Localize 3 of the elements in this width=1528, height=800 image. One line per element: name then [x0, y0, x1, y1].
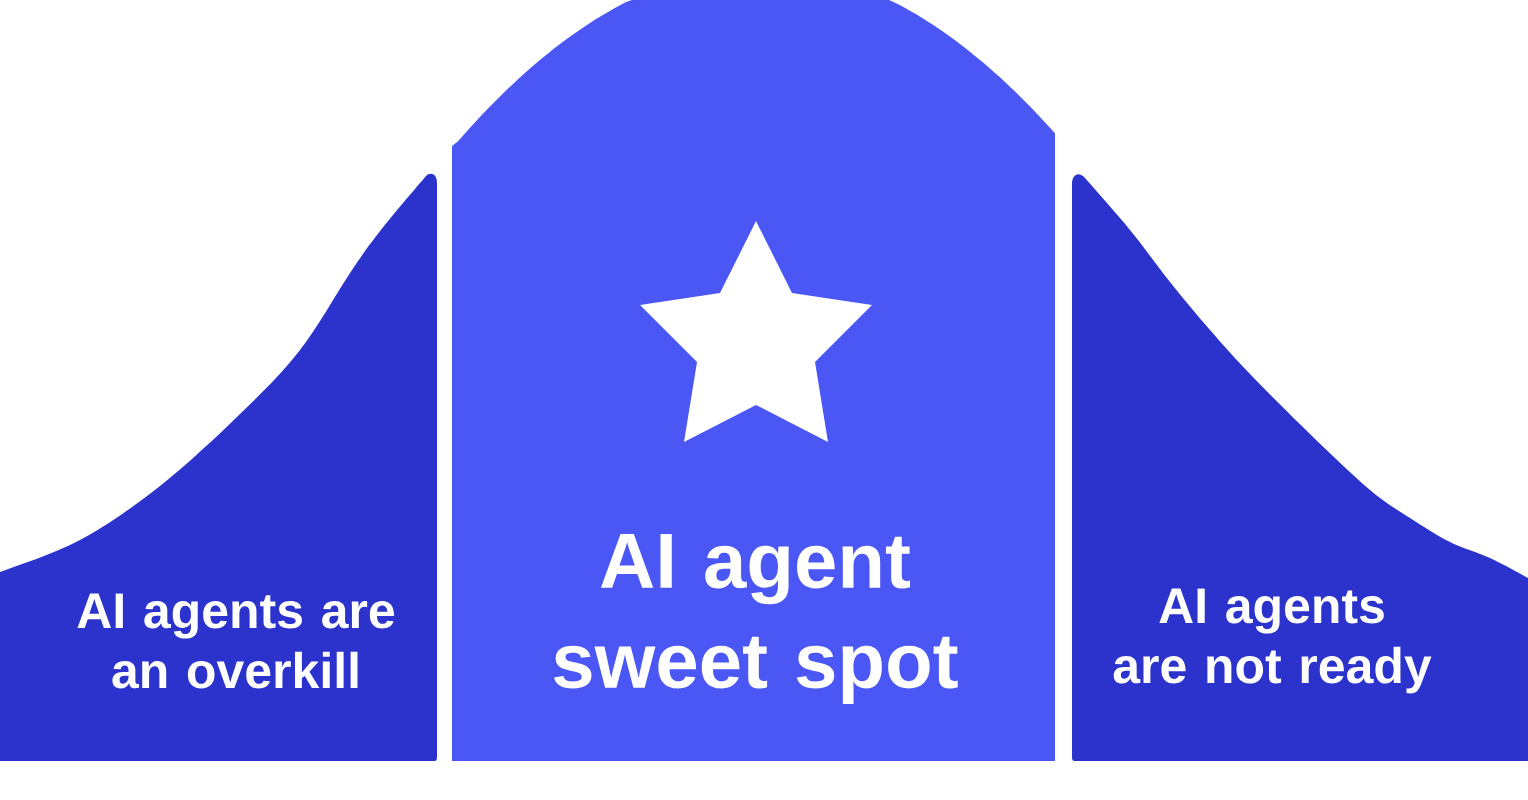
bell-curve-segment: AI agents are not ready — [1072, 174, 1528, 761]
bell-curve-segment: AI agents are an overkill — [0, 173, 437, 761]
bell-curve-segment: AI agent sweet spot — [452, 0, 1055, 761]
